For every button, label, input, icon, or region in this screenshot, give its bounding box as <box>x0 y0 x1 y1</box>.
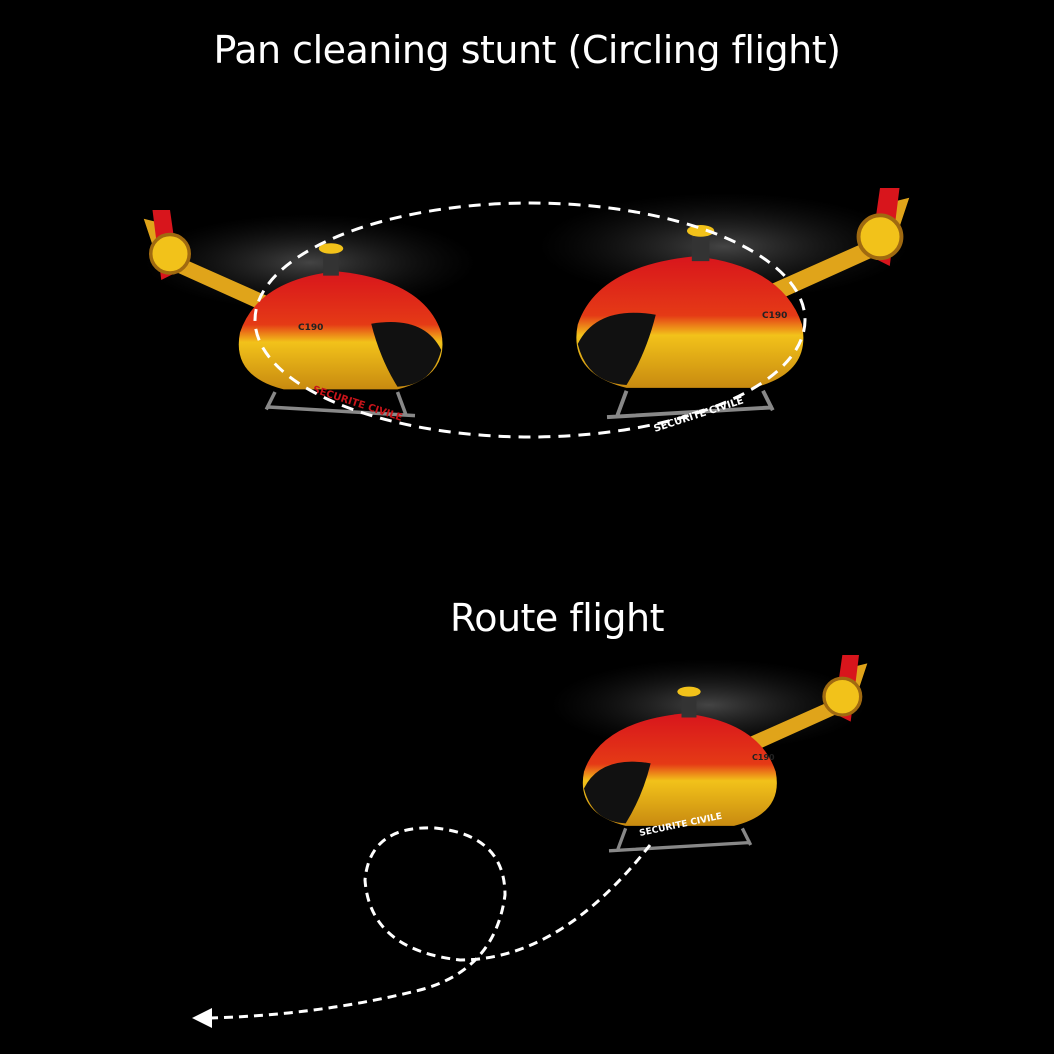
left-heli-model-text: C190 <box>298 323 323 333</box>
arrow-left-icon <box>192 1008 212 1028</box>
route-heli-model-text: C190 <box>752 753 775 762</box>
circling-path <box>253 201 807 439</box>
left-heli-side-text: SECURITE CIVILE <box>311 384 404 423</box>
circling-flight-heading: Pan cleaning stunt (Circling flight) <box>213 28 841 72</box>
right-heli-model-text: C190 <box>762 311 787 321</box>
route-path <box>209 826 652 1020</box>
helicopter-left <box>141 208 479 418</box>
helicopter-right <box>539 188 910 417</box>
route-flight-heading: Route flight <box>450 596 664 640</box>
